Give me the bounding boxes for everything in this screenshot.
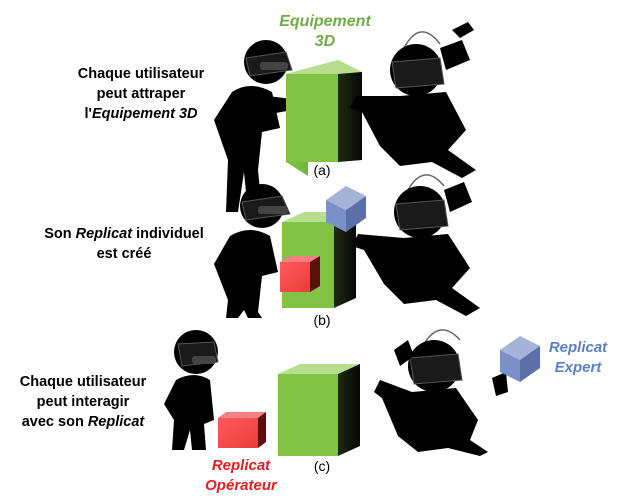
panel-c-description: Chaque utilisateur peut interagir avec s… bbox=[4, 372, 162, 432]
panel-b-caption: (b) bbox=[313, 312, 331, 328]
panel-a-description: Chaque utilisateur peut attraper l'Equip… bbox=[56, 64, 226, 124]
replicat-expert-label: Replicat Expert bbox=[540, 338, 616, 378]
equipment-cube bbox=[286, 60, 362, 176]
expert-silhouette bbox=[374, 329, 508, 456]
panel-c-line-3-italic: Replicat bbox=[87, 414, 145, 430]
operator-label-line-2: Opérateur bbox=[205, 477, 277, 494]
equipment-cube bbox=[278, 364, 360, 456]
operator-replicat-cube bbox=[280, 256, 320, 292]
expert-replicat-cube bbox=[500, 336, 540, 382]
panel-c bbox=[164, 329, 540, 456]
panel-b-description: Son Replicat individuel est créé bbox=[20, 224, 228, 264]
expert-silhouette bbox=[350, 22, 476, 178]
expert-label-line-2: Expert bbox=[554, 359, 602, 376]
operator-silhouette bbox=[214, 184, 291, 318]
panel-a-line-3-prefix: l' bbox=[84, 106, 92, 122]
panel-c-line-2: peut interagir bbox=[36, 394, 130, 410]
panel-c-line-1: Chaque utilisateur bbox=[19, 374, 147, 390]
panel-b-line-1-italic: Replicat bbox=[75, 226, 133, 242]
equipment-label-line-2: 3D bbox=[314, 33, 336, 50]
equipment-label-line-1: Equipement bbox=[279, 13, 371, 30]
panel-a-line-1: Chaque utilisateur bbox=[77, 66, 205, 82]
operator-label-line-1: Replicat bbox=[211, 457, 271, 474]
panel-b-line-2: est créé bbox=[96, 246, 152, 262]
panel-a-line-3: l'Equipement 3D bbox=[56, 104, 226, 124]
expert-silhouette bbox=[352, 174, 480, 316]
operator-silhouette bbox=[164, 330, 219, 450]
operator-silhouette bbox=[214, 40, 304, 212]
operator-replicat-cube bbox=[218, 412, 266, 448]
panel-c-line-3: avec son Replicat bbox=[4, 412, 162, 432]
replicat-operateur-label: Replicat Opérateur bbox=[186, 456, 296, 496]
panel-b-line-1-prefix: Son bbox=[44, 226, 76, 242]
expert-label-line-1: Replicat bbox=[548, 339, 608, 356]
panel-b-line-1: Son Replicat individuel bbox=[20, 224, 228, 244]
panel-a-caption: (a) bbox=[313, 162, 331, 178]
panel-a bbox=[214, 22, 476, 212]
panel-b bbox=[214, 174, 480, 318]
equipment-3d-label: Equipement 3D bbox=[270, 12, 380, 52]
panel-c-caption: (c) bbox=[313, 458, 331, 474]
panel-a-line-3-italic: Equipement 3D bbox=[91, 106, 198, 122]
panel-c-line-3-prefix: avec son bbox=[21, 414, 88, 430]
panel-b-line-1-suffix: individuel bbox=[132, 226, 204, 242]
expert-replicat-cube bbox=[326, 186, 366, 232]
panel-a-line-2: peut attraper bbox=[96, 86, 186, 102]
